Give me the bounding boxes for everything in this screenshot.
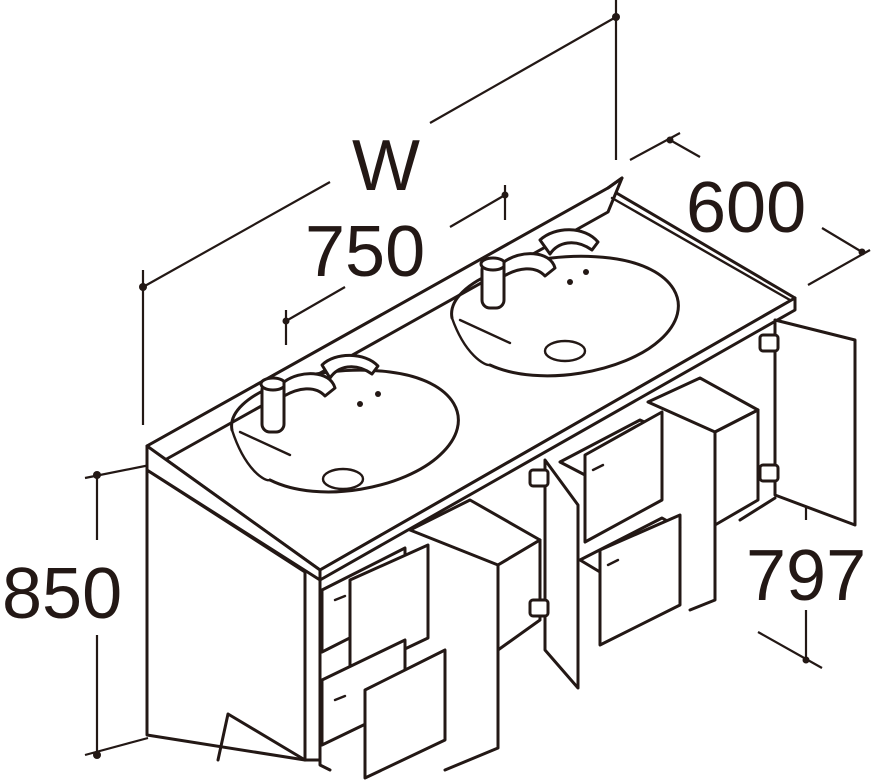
drawer-unit-right xyxy=(558,410,682,647)
bowl-spacing-dimension xyxy=(282,185,509,345)
width-dimension xyxy=(139,0,620,425)
height-label: 850 xyxy=(2,554,122,634)
cabinet-height-label: 797 xyxy=(746,536,866,616)
shelf-right xyxy=(646,376,777,612)
depth-dimension xyxy=(629,132,871,286)
width-label: W xyxy=(352,126,420,206)
hinge-upper-icon xyxy=(528,468,550,488)
bowl-spacing-label: 750 xyxy=(305,212,425,292)
depth-label: 600 xyxy=(686,168,806,248)
drawer-front-right-lower[interactable] xyxy=(606,558,620,567)
drawer-front-right-upper[interactable] xyxy=(591,463,605,472)
hinge-lower-icon xyxy=(528,598,550,618)
door-right[interactable] xyxy=(758,318,857,527)
faucet-left-icon xyxy=(259,353,381,434)
shelf-center-left xyxy=(408,498,542,772)
hinge-right-upper-icon xyxy=(758,333,780,353)
hinge-right-lower-icon xyxy=(758,463,780,483)
height-dimension xyxy=(84,463,151,759)
drawer-front-left-lower[interactable] xyxy=(333,694,347,702)
drawer-unit-left xyxy=(320,543,447,780)
door-center-left[interactable] xyxy=(528,458,580,690)
drawer-front-left-upper[interactable] xyxy=(333,594,347,602)
faucet-right-icon xyxy=(479,228,600,310)
